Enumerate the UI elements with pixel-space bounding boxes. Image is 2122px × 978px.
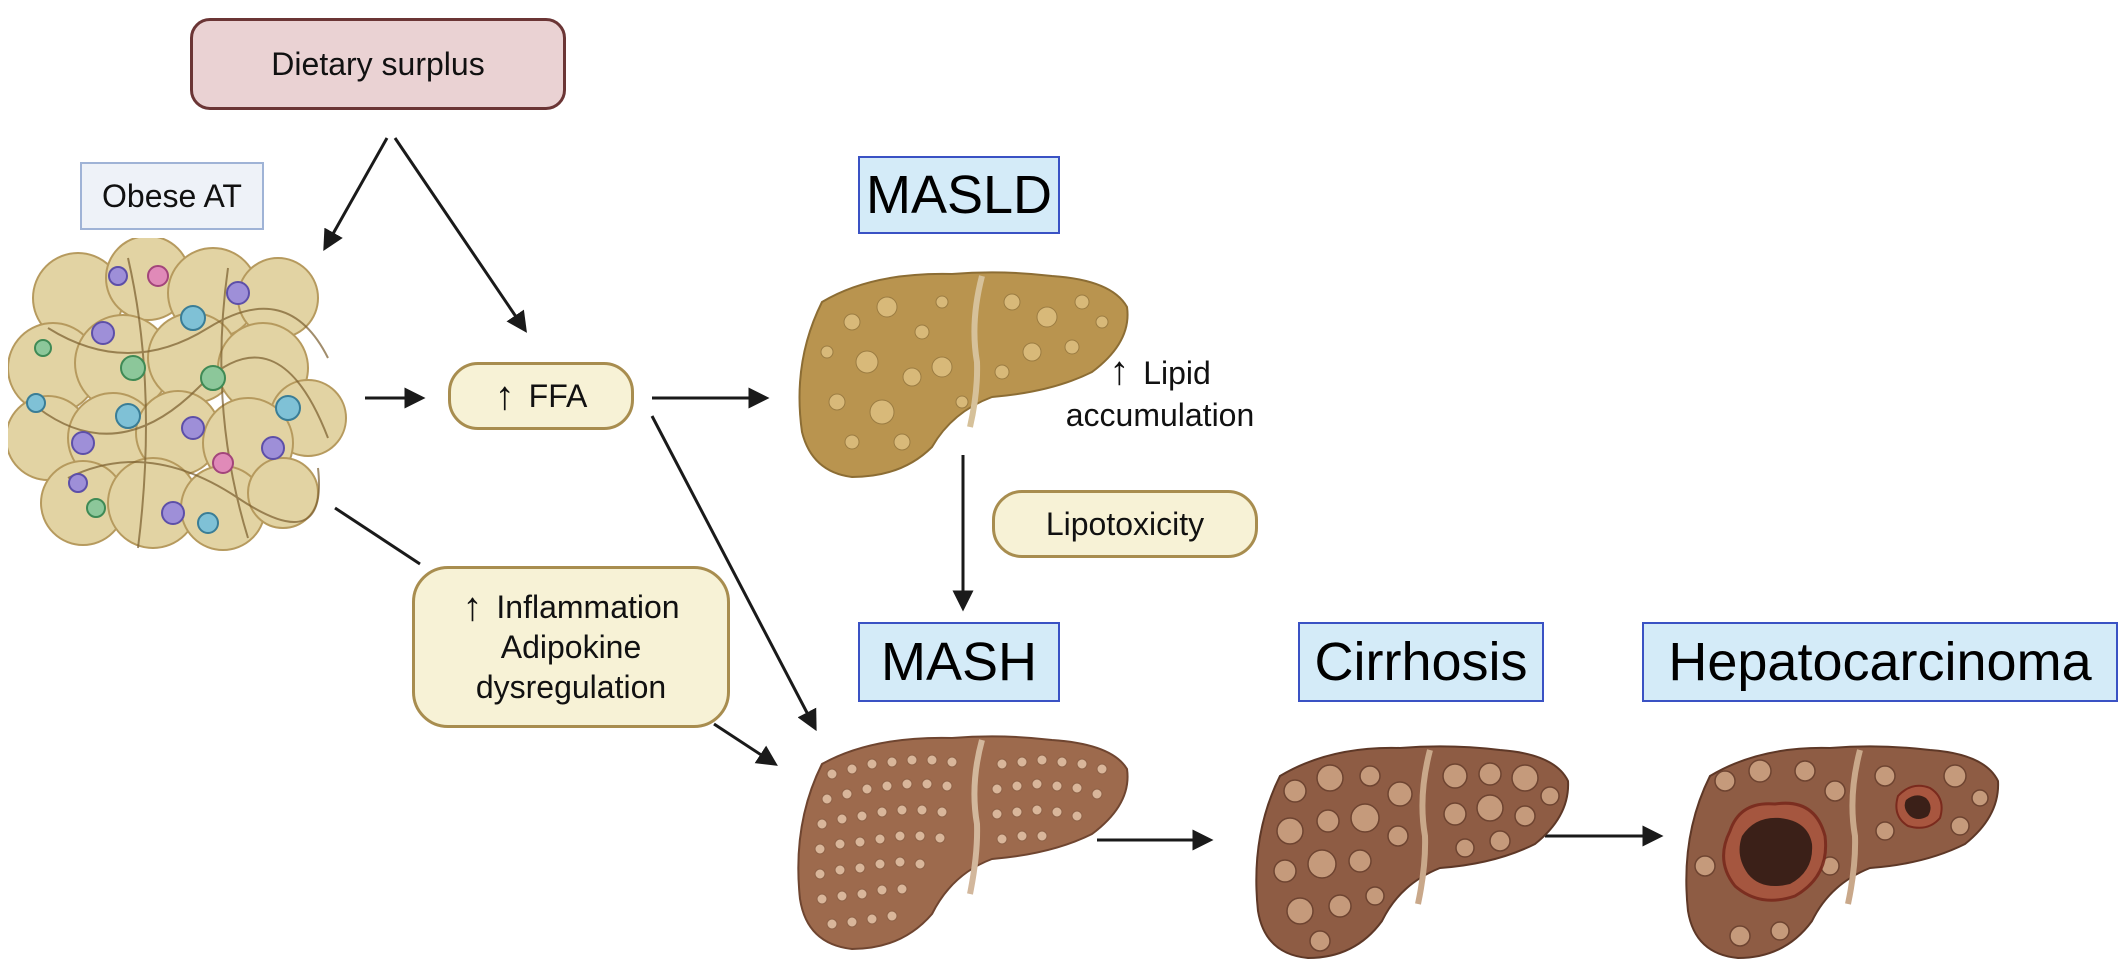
ffa-label: FFA (528, 378, 588, 414)
masld-title: MASLD (865, 165, 1053, 225)
dietary-surplus-label: Dietary surplus (271, 45, 485, 82)
mash-title: MASH (880, 632, 1037, 692)
increase-arrow-icon: ↑ (1109, 349, 1130, 393)
masld-title-box: MASLD (858, 156, 1060, 234)
lipid-accumulation-annotation: ↑ Lipid accumulation (1040, 350, 1280, 436)
hepatocarcinoma-liver-icon (1685, 745, 2000, 960)
adipose-tissue-icon (8, 238, 347, 551)
dysregulation-label: dysregulation (475, 669, 667, 705)
inflammation-label: Inflammation (496, 589, 680, 625)
ffa-pill: ↑ FFA (448, 362, 634, 430)
lipotoxicity-pill: Lipotoxicity (992, 490, 1258, 558)
lipotoxicity-label: Lipotoxicity (1045, 506, 1205, 542)
mash-liver-icon (797, 735, 1129, 951)
hepatocarcinoma-title-box: Hepatocarcinoma (1642, 622, 2118, 702)
steatotic-liver-icon (798, 271, 1129, 479)
obese-at-label: Obese AT (102, 177, 242, 214)
arrow-inflammation-to-mash (713, 722, 778, 766)
arrow-diet-to-ffa (393, 137, 527, 333)
line-adipose-to-inflammation (334, 506, 421, 566)
cirrhosis-title: Cirrhosis (1314, 632, 1528, 692)
arrow-ffa-to-mash (650, 415, 817, 732)
adipokine-label: Adipokine (500, 629, 642, 665)
cirrhosis-title-box: Cirrhosis (1298, 622, 1544, 702)
increase-arrow-icon: ↑ (494, 374, 515, 418)
increase-arrow-icon: ↑ (462, 585, 483, 629)
obese-at-box: Obese AT (80, 162, 264, 230)
dietary-surplus-box: Dietary surplus (190, 18, 566, 110)
inflammation-pill: ↑ Inflammation Adipokine dysregulation (412, 566, 730, 728)
mash-title-box: MASH (858, 622, 1060, 702)
cirrhotic-liver-icon (1255, 745, 1570, 960)
accumulation-label: accumulation (1065, 397, 1255, 433)
arrow-diet-to-adipose (323, 137, 389, 252)
hepatocarcinoma-title: Hepatocarcinoma (1668, 632, 2092, 692)
lipid-label: Lipid (1143, 355, 1211, 391)
